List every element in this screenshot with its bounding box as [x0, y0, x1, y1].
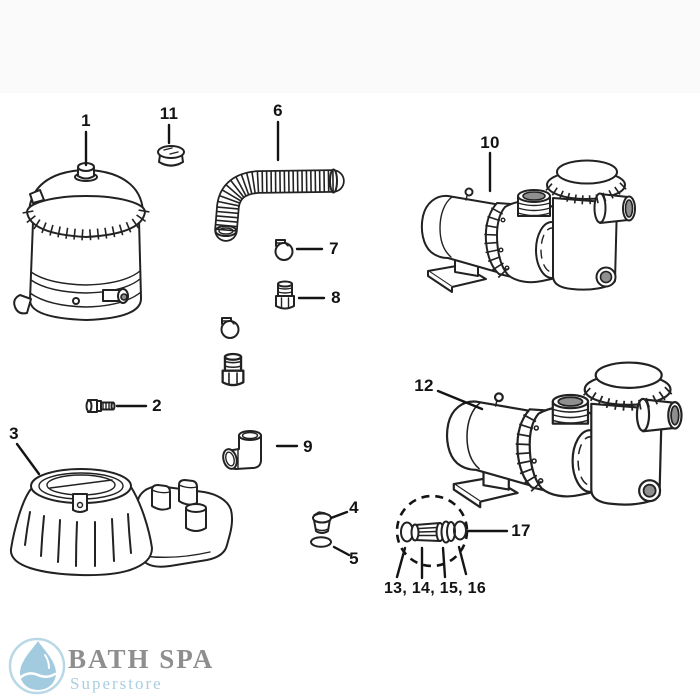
- top-gray-band: [0, 0, 700, 93]
- hose-adapter-art: [275, 280, 295, 310]
- leader-lines: [15, 120, 509, 557]
- plug-art: [312, 511, 332, 534]
- water-drop-icon: [20, 641, 56, 690]
- part-label-4: 4: [349, 498, 359, 517]
- filter-canister-art: [13, 162, 150, 321]
- pump-art-12: [445, 361, 683, 509]
- lid-cap-art: [157, 145, 185, 167]
- seal-detail-art: [395, 494, 469, 580]
- bolt-art: [85, 399, 116, 413]
- part-label-11: 11: [159, 104, 179, 123]
- base-art: [9, 468, 234, 577]
- part-label-group-13-16: 13, 14, 15, 16: [383, 580, 487, 597]
- logo-circle: [8, 637, 66, 695]
- hose-art: [214, 168, 345, 242]
- pump-art-10: [420, 159, 636, 293]
- elbow-art: [222, 430, 262, 470]
- logo-brand-text: BATH SPA: [68, 644, 215, 674]
- hose-clamp-art: [274, 239, 294, 261]
- part-label-17: 17: [511, 521, 531, 540]
- part-label-3: 3: [9, 424, 19, 443]
- logo-mark: [8, 637, 66, 695]
- hose-adapter-art-2: [221, 352, 245, 387]
- part-label-7: 7: [329, 239, 339, 258]
- part-label-9: 9: [303, 437, 313, 456]
- hose-clamp-art-2: [220, 317, 240, 339]
- part-label-1: 1: [81, 111, 91, 130]
- logo-tagline-text: Superstore: [70, 674, 163, 693]
- part-label-2: 2: [152, 396, 162, 415]
- part-label-6: 6: [273, 101, 283, 120]
- part-label-12: 12: [414, 376, 434, 395]
- part-label-10: 10: [480, 133, 500, 152]
- part-label-8: 8: [331, 288, 341, 307]
- part-label-5: 5: [349, 549, 359, 568]
- oring-art: [310, 536, 332, 548]
